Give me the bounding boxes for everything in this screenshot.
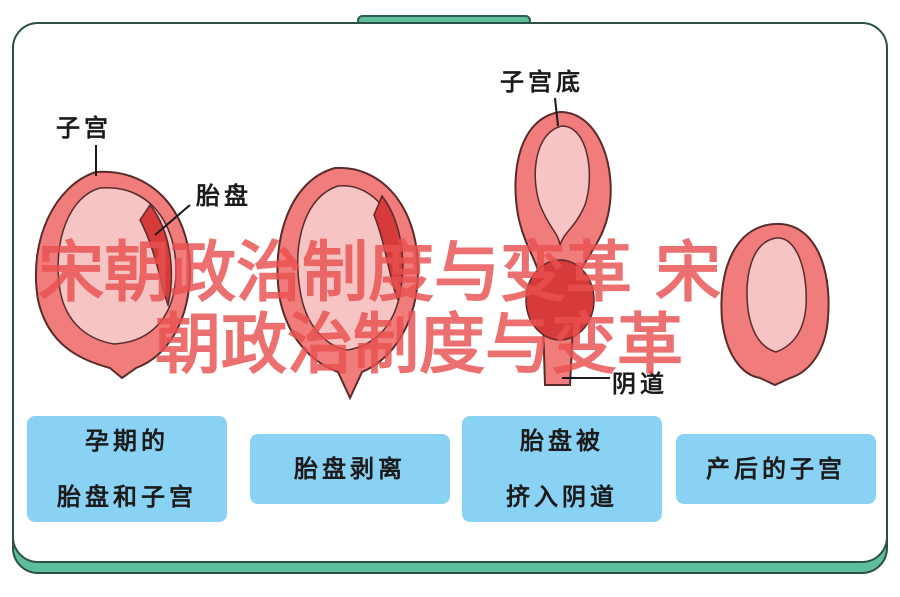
uterus-separation [276,166,420,401]
uterus-label: 子宫 [56,114,112,142]
placenta-leader-line [154,204,191,236]
fundus-label: 子宫底 [500,68,584,96]
stage-box-postpartum: 产后的子宫 [676,434,876,504]
vagina-label: 阴道 [612,370,668,398]
uterus-postpartum [720,222,830,387]
stage-line1: 产后的子宫 [706,455,846,483]
stage-box-separation: 胎盘剥离 [250,434,450,504]
stage-box-expulsion: 胎盘被 挤入阴道 [462,416,662,522]
placenta-label: 胎盘 [196,182,252,210]
uterus-pregnancy [34,145,192,380]
stage-line1: 孕期的 [85,427,169,455]
stage-line2: 挤入阴道 [506,483,618,511]
watermark-line1: 宋朝政治制度与变革 宋 [38,234,721,311]
uterus-expulsion [514,97,612,386]
stage-line2: 胎盘和子宫 [57,483,197,511]
stage-box-pregnancy: 孕期的 胎盘和子宫 [27,416,227,522]
fundus-leader-line [554,97,559,127]
stage-line1: 胎盘被 [520,427,604,455]
watermark-line2: 朝政治制度与变革 [155,306,683,383]
stage-line1: 胎盘剥离 [294,455,406,483]
